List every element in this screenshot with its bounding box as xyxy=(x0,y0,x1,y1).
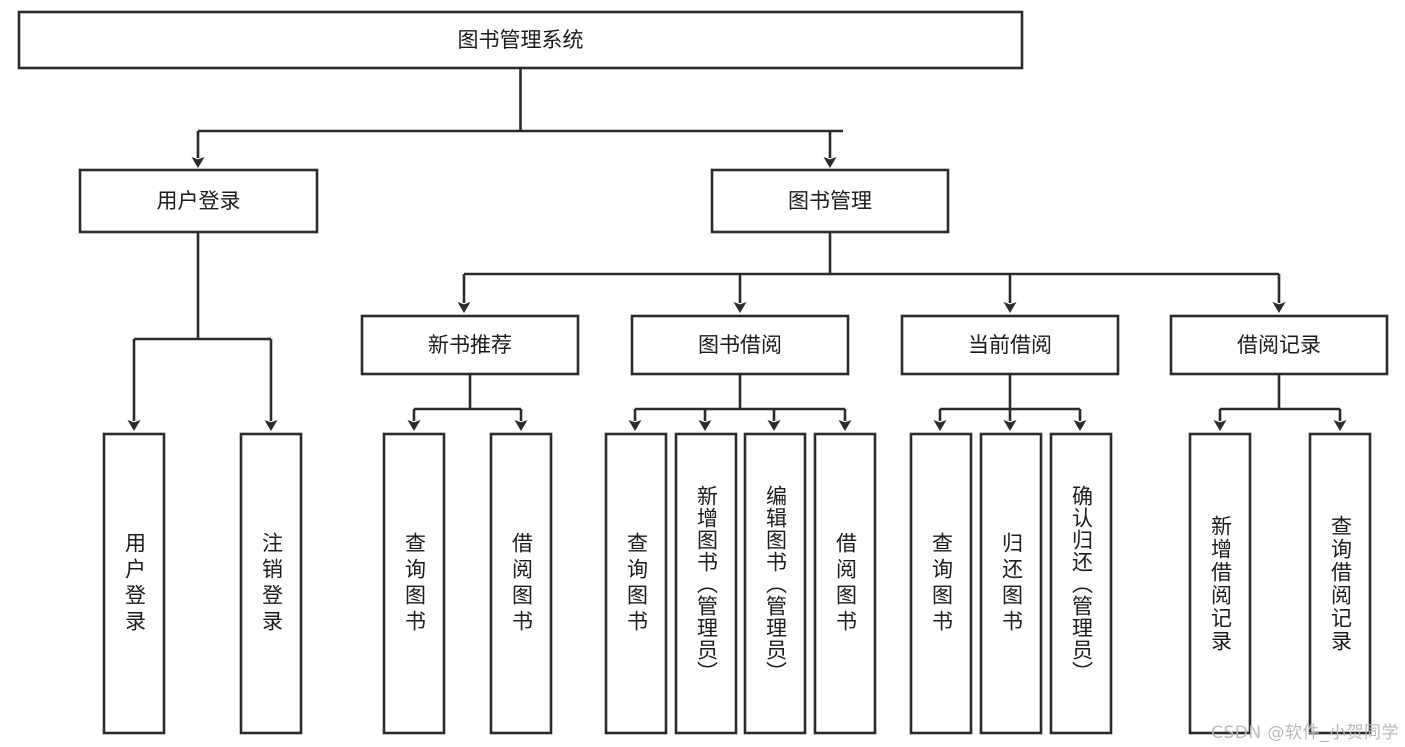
node-leaf-add-record[interactable] xyxy=(1188,432,1252,735)
node-book-manage-label: 图书管理 xyxy=(788,189,872,213)
node-current-borrow[interactable] xyxy=(900,314,1120,376)
node-new-book-recommend[interactable] xyxy=(360,314,580,376)
node-book-manage[interactable] xyxy=(710,168,950,234)
node-leaf-user-login[interactable] xyxy=(102,432,166,735)
node-current-borrow-label: 当前借阅 xyxy=(968,333,1052,357)
node-book-borrow[interactable] xyxy=(630,314,850,376)
csdn-watermark: CSDN @软件_小贺同学 xyxy=(1211,723,1399,743)
node-leaf-query-book-1[interactable] xyxy=(382,432,446,735)
node-borrow-record-label: 借阅记录 xyxy=(1237,333,1321,357)
node-leaf-confirm-return[interactable] xyxy=(1049,432,1113,735)
node-leaf-add-book[interactable] xyxy=(674,432,738,735)
connector-borrowrecord-to-leaves xyxy=(1213,374,1347,431)
node-leaf-edit-book[interactable] xyxy=(743,432,807,735)
node-leaf-return-book[interactable] xyxy=(979,432,1043,735)
connector-root-to-level2 xyxy=(191,68,843,168)
connector-userlogin-to-leaves xyxy=(127,232,278,431)
node-root-label: 图书管理系统 xyxy=(458,28,584,52)
node-borrow-record[interactable] xyxy=(1169,314,1389,376)
node-user-login[interactable] xyxy=(78,168,319,234)
connector-newbook-to-leaves xyxy=(407,374,528,431)
node-root[interactable] xyxy=(17,10,1024,70)
node-leaf-borrow-book-2[interactable] xyxy=(813,432,877,735)
node-leaf-query-book-2[interactable] xyxy=(604,432,668,735)
node-leaf-logout-login[interactable] xyxy=(239,432,303,735)
connector-currentborrow-to-leaves xyxy=(933,374,1087,431)
node-leaf-query-book-3[interactable] xyxy=(909,432,973,735)
connector-bookmanage-to-level3 xyxy=(457,232,1286,313)
node-book-borrow-label: 图书借阅 xyxy=(698,333,782,357)
node-leaf-query-record[interactable] xyxy=(1308,432,1372,735)
node-leaf-borrow-book-1[interactable] xyxy=(489,432,553,735)
node-user-login-label: 用户登录 xyxy=(157,189,241,213)
node-new-book-recommend-label: 新书推荐 xyxy=(428,333,512,357)
connector-bookborrow-to-leaves xyxy=(628,374,852,431)
